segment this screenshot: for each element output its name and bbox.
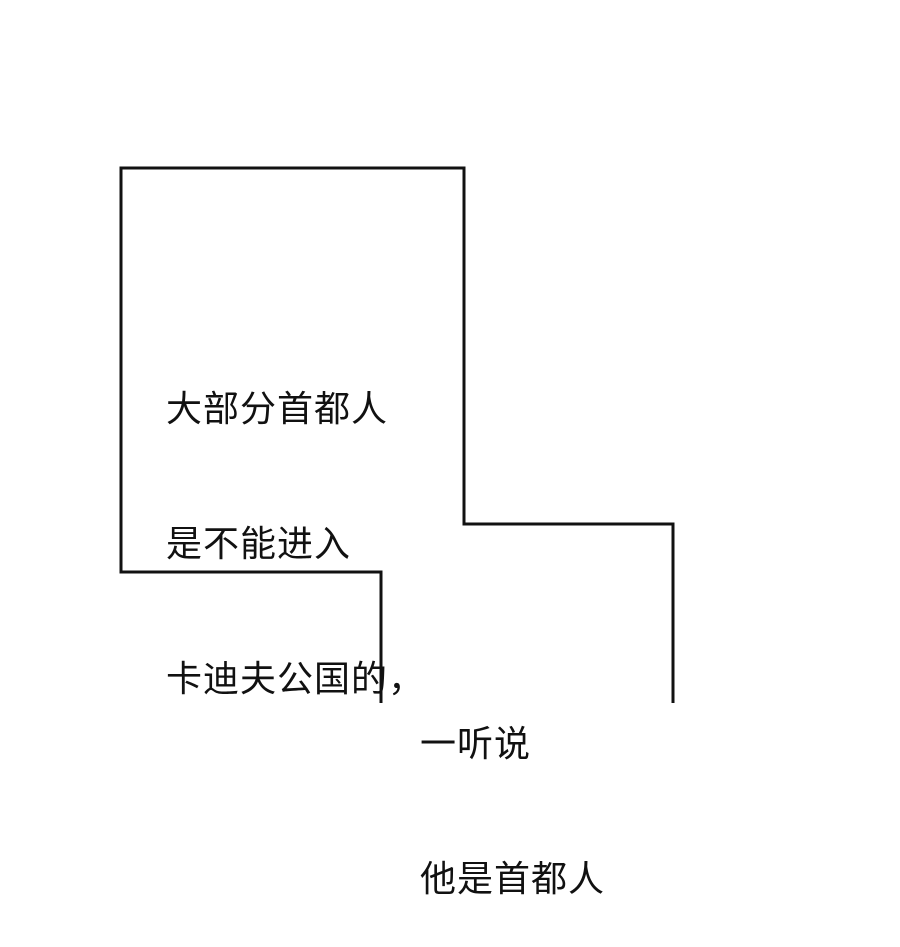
narration-text-2: 一听说 他是首都人 [420, 632, 605, 947]
caption-line: 卡迪夫公国的， [166, 659, 426, 700]
caption-line: 一听说 [420, 724, 532, 765]
caption-line: 是不能进入 [166, 524, 352, 565]
speech-box-outline [119, 166, 675, 703]
narration-text-1: 大部分首都人 是不能进入 卡迪夫公国的， [166, 297, 425, 747]
caption-line: 他是首都人 [420, 859, 606, 900]
caption-line: 大部分首都人 [166, 389, 389, 430]
